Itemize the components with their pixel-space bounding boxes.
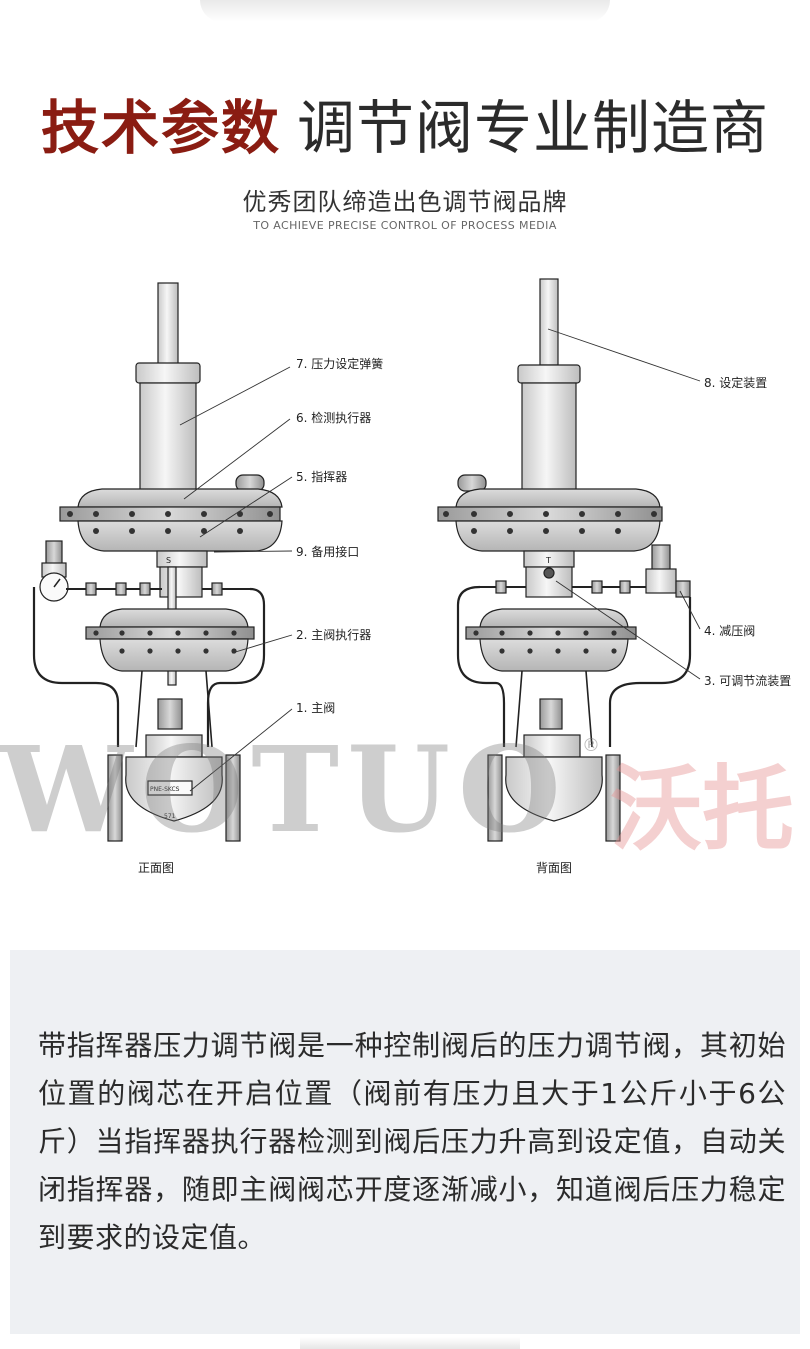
back-flange-right — [605, 754, 621, 842]
bottom-decorative-fade — [300, 1337, 520, 1349]
back-spring-housing — [521, 382, 577, 492]
front-view: S — [32, 282, 283, 842]
back-valve-body — [505, 756, 603, 822]
back-setting-rod — [539, 278, 559, 366]
leader-main-actuator — [231, 634, 293, 654]
front-flange-left — [107, 754, 123, 842]
label-reducing-valve: 4. 减压阀 — [704, 624, 756, 638]
back-stem-connector — [539, 698, 563, 730]
leader-pilot — [199, 476, 293, 538]
front-actuator-upper — [99, 608, 249, 628]
label-spring: 7. 压力设定弹簧 — [296, 357, 384, 371]
front-spring-cap — [135, 362, 201, 384]
back-flow-adjuster — [543, 567, 555, 579]
leader-lines — [179, 328, 701, 792]
valve-diagram: S — [0, 255, 810, 915]
front-actuator-flange — [85, 626, 255, 640]
valve-drawing: S — [32, 278, 701, 842]
caption-front-view: 正面图 — [138, 861, 175, 875]
leader-reducing-valve — [679, 590, 701, 630]
front-regulator-cap — [45, 540, 63, 566]
title-highlight: 技术参数 — [40, 94, 281, 162]
front-setting-rod — [157, 282, 179, 366]
leader-main-valve — [189, 708, 293, 792]
subtitle: 优秀团队缔造出色调节阀品牌 — [242, 188, 568, 216]
label-main-valve: 1. 主阀 — [296, 701, 336, 715]
page-header: 技术参数调节阀专业制造商 优秀团队缔造出色调节阀品牌 TO ACHIEVE PR… — [0, 92, 810, 232]
front-nameplate-sub: 571 — [164, 813, 176, 820]
brand-watermark-chinese: 沃托 — [610, 756, 795, 863]
description-text: 带指挥器压力调节阀是一种控制阀后的压力调节阀，其初始位置的阀芯在开启位置（阀前有… — [38, 1029, 786, 1254]
subtitle-english: TO ACHIEVE PRECISE CONTROL OF PROCESS ME… — [253, 219, 557, 232]
back-actuator-lower — [479, 638, 629, 672]
label-spare-port: 9. 备用接口 — [296, 545, 360, 559]
front-port-letter: S — [166, 556, 171, 565]
title-rest: 调节阀专业制造商 — [297, 94, 770, 162]
caption-back-view: 背面图 — [536, 861, 573, 875]
back-actuator-flange — [465, 626, 637, 640]
back-detector-dome — [455, 488, 661, 508]
front-spring-housing — [139, 382, 197, 492]
brand-watermark: WOTUO — [0, 720, 569, 859]
front-detector-dome — [77, 488, 283, 508]
front-stem-connector — [157, 698, 183, 730]
registered-mark: ® — [582, 735, 600, 756]
leader-spare-port — [213, 550, 293, 553]
leader-spring — [179, 366, 291, 426]
description-panel — [10, 950, 800, 1334]
label-flow-adjuster: 3. 可调节流装置 — [704, 674, 792, 688]
label-setting-device: 8. 设定装置 — [704, 376, 768, 390]
front-nameplate — [147, 780, 193, 796]
back-actuator-upper — [479, 608, 629, 628]
top-decorative-fade — [200, 0, 610, 22]
front-actuator-lower — [99, 638, 249, 672]
leader-detector — [183, 418, 291, 500]
back-flange-left — [487, 754, 503, 842]
back-regulator-cap — [651, 544, 671, 572]
back-pilot-dome — [455, 520, 661, 552]
back-regulator-body — [645, 568, 677, 594]
back-port-letter: T — [545, 556, 551, 565]
label-pilot: 5. 指挥器 — [296, 470, 348, 484]
label-detector: 6. 检测执行器 — [296, 411, 372, 425]
leader-flow-adjuster — [555, 580, 701, 680]
front-yoke — [159, 566, 203, 598]
front-flange-right — [225, 754, 241, 842]
back-view: T — [437, 278, 692, 842]
back-yoke — [525, 566, 573, 598]
label-main-actuator: 2. 主阀执行器 — [296, 628, 372, 642]
front-nameplate-text: PNE-SKCS — [150, 786, 180, 793]
back-spring-cap — [517, 364, 581, 384]
page-title: 技术参数调节阀专业制造商 — [0, 92, 810, 164]
front-pilot-dome — [77, 520, 283, 552]
front-neck — [156, 550, 208, 568]
leader-setting-device — [547, 328, 701, 382]
